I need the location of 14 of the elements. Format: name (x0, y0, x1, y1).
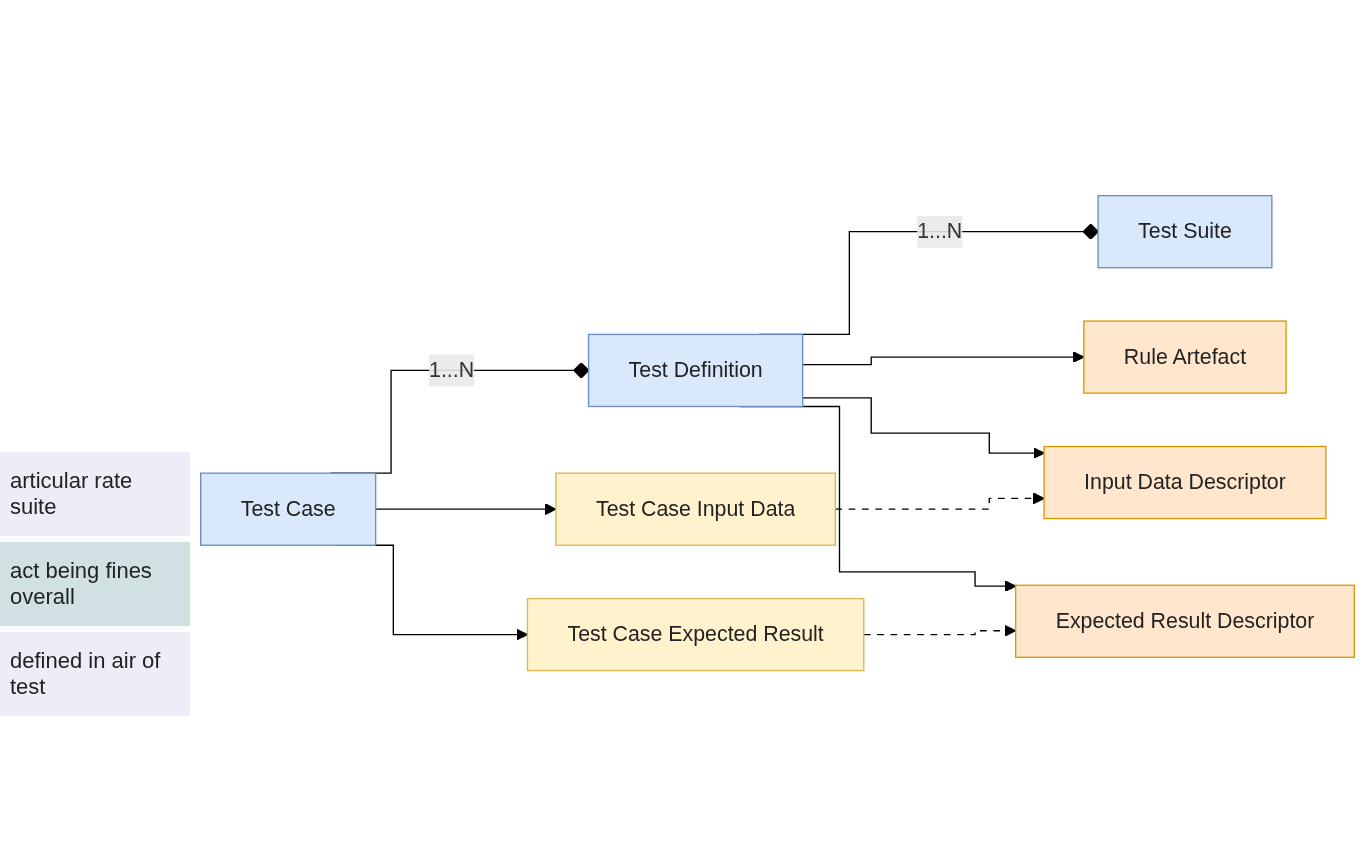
node-box: Test Suite (1097, 195, 1273, 269)
node-box: Rule Artefact (1083, 320, 1287, 395)
table-cell-text: defined in air of test (0, 631, 190, 716)
arrow (802, 397, 1045, 460)
node-box: Test Case Expected Result (526, 598, 865, 672)
node-box: Test Case Input Data (555, 472, 836, 547)
edge-label: 1...N (917, 220, 963, 243)
edge-label: 1...N (429, 358, 475, 382)
node-box: Input Data Descriptor (1043, 446, 1327, 520)
node-box: Expected Result Descriptor (1014, 584, 1355, 659)
node-box: Test Case (200, 472, 377, 547)
node-box: Test Definition (587, 334, 804, 408)
table-cell-text: articular rate suite (0, 451, 190, 536)
table-cell-text: act being fines overall (0, 541, 190, 626)
